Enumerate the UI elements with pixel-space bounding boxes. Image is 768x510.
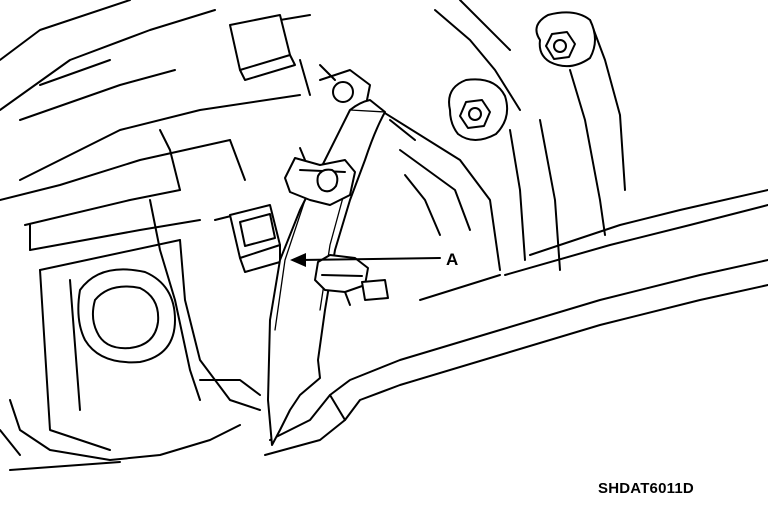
callout-a: A bbox=[290, 250, 458, 269]
figure-code: SHDAT6011D bbox=[598, 480, 694, 497]
sensor-connector bbox=[229, 204, 281, 273]
hose-clamp-upper bbox=[284, 147, 356, 206]
square-boss bbox=[229, 14, 296, 81]
hose-clamp-lower bbox=[314, 254, 389, 306]
callout-label: A bbox=[446, 250, 458, 269]
transmission-case bbox=[0, 0, 311, 471]
inspection-plug bbox=[77, 268, 176, 364]
lower-case-edge bbox=[264, 259, 768, 456]
callout-leader-line bbox=[299, 257, 441, 261]
case-flange bbox=[379, 0, 768, 301]
arrow-left-icon bbox=[290, 253, 306, 267]
flange-bolt-lower bbox=[448, 78, 509, 141]
flange-bolt-upper bbox=[535, 11, 596, 68]
mount-bracket bbox=[319, 64, 371, 111]
